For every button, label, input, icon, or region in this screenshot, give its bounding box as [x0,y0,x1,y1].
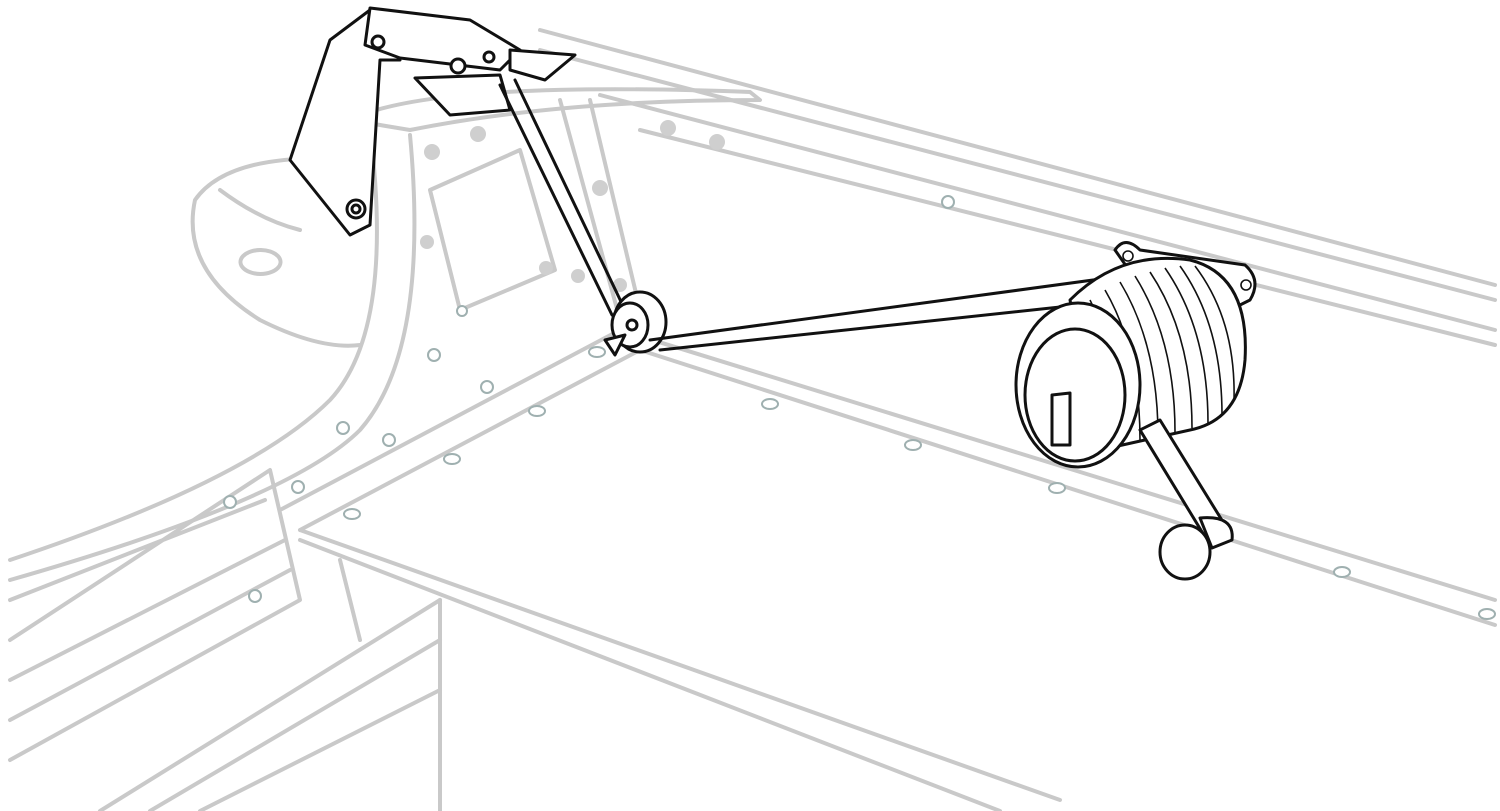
bulkhead-panel [428,148,557,312]
winch [1014,241,1257,581]
anchor-bracket [288,6,577,237]
rope-pulley [603,290,668,357]
bench-seat-front [278,328,1497,627]
floor-stringers [98,558,442,811]
hull-side-planks [8,468,302,762]
bracket-bolt [350,203,362,215]
inner-frame [558,98,642,322]
winch-crank-knob [1158,523,1212,581]
winch-crank-hub [1198,516,1234,550]
bracket-top-arm [363,6,522,72]
bracket-flange [508,48,577,82]
gunwale-rail-top [538,28,1497,332]
bracket-side-plate [288,8,402,237]
solid-rivet-heads [420,120,725,292]
bow-deck-plate [190,156,362,348]
stem-post [8,128,417,582]
seat-panel [298,528,1062,811]
bow-frame-curve [348,87,762,132]
anchor-rope-lower [648,273,1132,352]
bracket-mount-plate [413,73,512,117]
rivets [223,195,1496,620]
bracket-bolt [449,57,467,75]
boat-structure [8,28,1497,811]
bow-eye [218,188,302,276]
bracket-bolt [482,50,496,64]
anchor-rope-upper [498,78,627,317]
gunwale-inner-rail [638,128,1497,347]
winch-drum-face-inner [1023,327,1127,463]
bracket-bolt [370,34,386,50]
winch-shaft [1050,391,1072,447]
